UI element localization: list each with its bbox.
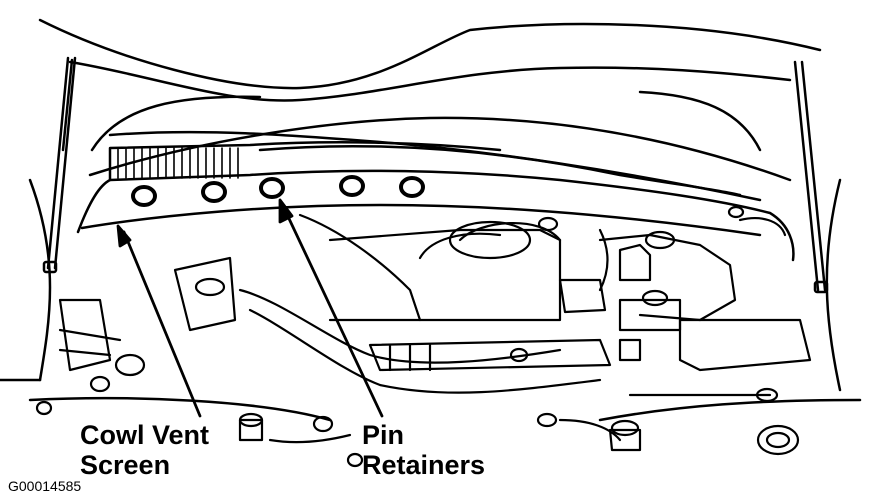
callout-arrows: [116, 198, 384, 418]
arrow-icon: [122, 230, 202, 418]
label-cowl-vent-screen-line1: Cowl Vent: [80, 420, 210, 450]
label-pin-retainers-line1: Pin: [362, 420, 405, 450]
label-cowl-vent-screen-line2: Screen: [80, 450, 171, 480]
pin-retainer-icon: [399, 176, 425, 198]
engine-components: [58, 205, 812, 394]
hood: [38, 18, 822, 202]
hood-strut-left: [42, 56, 77, 274]
pin-retainers: [131, 175, 425, 207]
arrow-icon: [282, 206, 384, 418]
pin-retainer-icon: [131, 185, 157, 207]
label-pin-retainers: Pin Retainers: [362, 420, 485, 480]
figure-code: G00014585: [8, 478, 82, 494]
pin-retainer-icon: [259, 177, 285, 199]
label-pin-retainers-line2: Retainers: [362, 450, 486, 480]
lower-frame: [35, 387, 800, 468]
cowl-vent-screen: [76, 141, 795, 262]
label-cowl-vent-screen: Cowl Vent Screen: [80, 420, 209, 480]
pin-retainer-icon: [201, 181, 227, 203]
fender-outline: [0, 178, 862, 422]
hood-strut-right: [793, 60, 829, 294]
pin-retainer-icon: [339, 175, 365, 197]
